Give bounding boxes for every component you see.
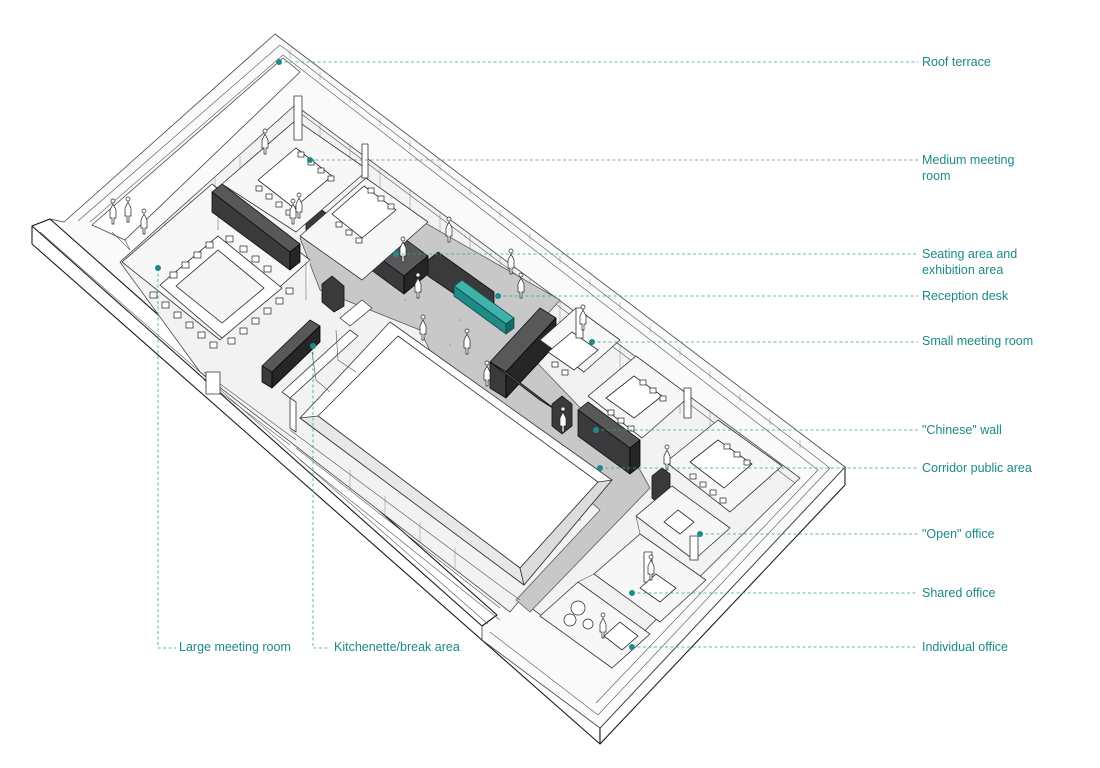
marker-roof-terrace bbox=[276, 59, 282, 65]
marker-large-meeting-room bbox=[155, 265, 161, 271]
label-small-meeting-room: Small meeting room bbox=[922, 334, 1034, 348]
marker-reception-desk bbox=[495, 293, 501, 299]
marker-open-office bbox=[697, 531, 703, 537]
roof-terrace-area bbox=[91, 57, 301, 251]
label-individual-office: Individual office bbox=[922, 640, 1008, 654]
large-meeting-room bbox=[121, 183, 311, 349]
label-seating-area-line2: exhibition area bbox=[922, 263, 1004, 277]
people-figures bbox=[109, 128, 671, 639]
label-large-meeting-room: Large meeting room bbox=[179, 640, 291, 654]
marker-individual-office bbox=[629, 644, 635, 650]
kitchenette-walls bbox=[281, 299, 373, 433]
marker-corridor-public-area bbox=[597, 465, 603, 471]
label-corridor-public-area: Corridor public area bbox=[922, 461, 1032, 475]
marker-small-meeting-room bbox=[589, 339, 595, 345]
label-open-office: "Open" office bbox=[922, 527, 995, 541]
label-chinese-wall: "Chinese" wall bbox=[922, 423, 1002, 437]
label-seating-area-line1: Seating area and bbox=[922, 247, 1018, 261]
label-medium-meeting-room-line1: Medium meeting bbox=[922, 153, 1015, 167]
marker-seating-area bbox=[393, 251, 399, 257]
label-shared-office: Shared office bbox=[922, 586, 996, 600]
central-void bbox=[203, 321, 613, 621]
label-reception-desk: Reception desk bbox=[922, 289, 1009, 303]
label-markers bbox=[155, 59, 703, 650]
marker-kitchenette bbox=[310, 343, 316, 349]
label-roof-terrace: Roof terrace bbox=[922, 55, 991, 69]
small-meeting-rooms bbox=[539, 307, 783, 513]
label-kitchenette: Kitchenette/break area bbox=[334, 640, 460, 654]
leader-lines bbox=[157, 61, 918, 649]
label-medium-meeting-room-line2: room bbox=[922, 169, 951, 183]
marker-chinese-wall bbox=[593, 427, 599, 433]
medium-meeting-rooms bbox=[221, 95, 429, 281]
reception-desk-shape bbox=[453, 279, 515, 335]
marker-medium-meeting-room bbox=[307, 157, 313, 163]
marker-shared-office bbox=[629, 590, 635, 596]
